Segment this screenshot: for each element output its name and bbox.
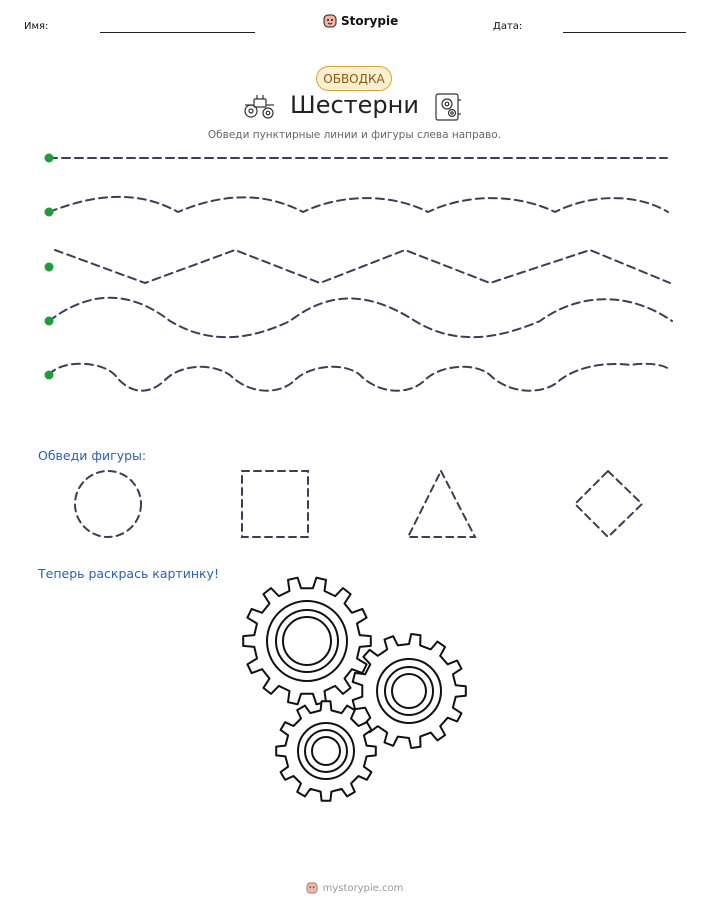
trace-square[interactable] xyxy=(241,470,309,538)
category-badge: ОБВОДКА xyxy=(316,66,392,91)
trace-diamond[interactable] xyxy=(573,469,644,539)
gear-large[interactable] xyxy=(242,576,372,706)
brand-logo: Storypie xyxy=(323,13,398,29)
tracing-lines xyxy=(44,153,673,392)
start-dot xyxy=(44,316,54,326)
trace-line-wave-2[interactable] xyxy=(48,296,673,339)
gear-machine-icon xyxy=(244,95,274,119)
footer: mystorypie.com xyxy=(0,881,709,895)
gear-box-icon xyxy=(435,93,461,121)
trace-line-bumps[interactable] xyxy=(48,362,671,392)
storypie-mascot-icon xyxy=(323,14,337,28)
instructions: Обведи пунктирные линии и фигуры слева н… xyxy=(207,129,502,141)
storypie-mascot-icon xyxy=(306,882,318,894)
gear-right[interactable] xyxy=(351,633,467,749)
start-dot xyxy=(44,153,54,163)
name-label: Имя: xyxy=(24,21,49,32)
gear-small[interactable] xyxy=(275,700,377,802)
gear-small-ring-3[interactable] xyxy=(311,736,341,766)
page-title: Шестерни xyxy=(290,91,419,119)
date-field-line[interactable] xyxy=(563,32,686,33)
start-dot xyxy=(44,370,54,380)
brand-name: Storypie xyxy=(341,14,399,28)
coloring-section-label: Теперь раскрась картинку! xyxy=(38,566,219,581)
trace-circle[interactable] xyxy=(74,470,142,538)
trace-line-wave[interactable] xyxy=(48,195,669,214)
footer-site[interactable]: mystorypie.com xyxy=(322,882,404,894)
name-field-line[interactable] xyxy=(100,32,255,33)
gear-right-ring-3[interactable] xyxy=(391,673,427,709)
start-dot xyxy=(44,262,54,272)
shapes-section-label: Обведи фигуры: xyxy=(38,448,147,463)
trace-shapes xyxy=(74,468,644,539)
gear-large-ring-3[interactable] xyxy=(282,616,332,666)
trace-triangle[interactable] xyxy=(406,468,477,538)
start-dot xyxy=(44,207,54,217)
date-label: Дата: xyxy=(493,21,523,32)
trace-line-zigzag[interactable] xyxy=(54,248,671,285)
